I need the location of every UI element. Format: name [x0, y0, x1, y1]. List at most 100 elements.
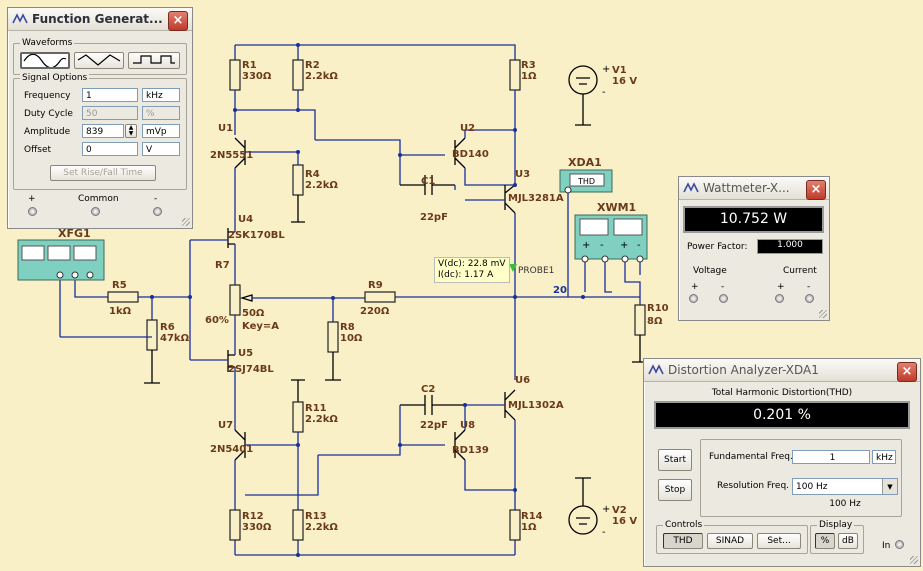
v2-minus: -: [602, 527, 606, 538]
xwm1-i-plus: +: [620, 240, 628, 251]
set-rise-fall-time-button[interactable]: Set Rise/Fall Time: [50, 165, 156, 181]
percent-button[interactable]: %: [815, 533, 835, 549]
close-icon[interactable]: ×: [168, 11, 188, 31]
offset-input[interactable]: 0: [82, 142, 138, 156]
amplitude-spinner[interactable]: ▲▼: [125, 124, 137, 138]
start-button[interactable]: Start: [658, 449, 692, 471]
distortion-analyzer-title: Distortion Analyzer-XDA1: [668, 363, 819, 377]
waveforms-label: Waveforms: [20, 38, 75, 48]
frequency-input[interactable]: 1: [82, 88, 138, 102]
r3-label: R3: [521, 60, 536, 71]
r12-value: 330Ω: [242, 522, 272, 533]
resize-grip-icon[interactable]: [910, 556, 918, 564]
u2-label: U2: [460, 123, 475, 134]
minus-terminal[interactable]: [153, 207, 162, 216]
fundamental-freq-label: Fundamental Freq.: [709, 452, 793, 462]
close-icon[interactable]: ×: [897, 362, 917, 382]
u8-part: BD139: [452, 445, 489, 456]
voltage-plus-terminal[interactable]: [689, 294, 698, 303]
amplitude-input[interactable]: 839: [82, 124, 124, 138]
sinad-button[interactable]: SINAD: [707, 533, 753, 549]
function-generator-titlebar[interactable]: Function Generat...: [8, 8, 192, 31]
r8-label: R8: [340, 322, 355, 333]
fundamental-freq-input[interactable]: 1: [792, 450, 870, 464]
resolution-freq-readout: 100 Hz: [829, 499, 861, 509]
xwm1-i-minus: -: [637, 240, 641, 251]
fundamental-freq-unit[interactable]: kHz: [872, 450, 896, 464]
u1-part: 2N5551: [210, 150, 253, 161]
wattmeter-window: Wattmeter-X... × 10.752 W Power Factor: …: [678, 176, 830, 321]
voltage-label: Voltage: [693, 266, 727, 276]
xda1-label: XDA1: [568, 156, 602, 169]
u1-label: U1: [218, 123, 233, 134]
frequency-label: Frequency: [24, 91, 71, 101]
resize-grip-icon[interactable]: [819, 310, 827, 318]
resolution-freq-select[interactable]: 100 Hz ▼: [792, 478, 898, 495]
u7-label: U7: [218, 420, 233, 431]
u2-part: BD140: [452, 149, 489, 160]
u4-label: U4: [238, 214, 253, 225]
v2-plus: +: [602, 504, 610, 515]
chevron-down-icon[interactable]: ▼: [882, 479, 897, 494]
distortion-analyzer-titlebar[interactable]: Distortion Analyzer-XDA1: [644, 359, 920, 382]
r11-label: R11: [305, 403, 327, 414]
v1-plus: +: [602, 64, 610, 75]
r1-value: 330Ω: [242, 71, 272, 82]
plus-terminal-label: +: [28, 194, 36, 204]
xwm1-v-plus: +: [582, 240, 590, 251]
current-plus-label: +: [777, 282, 785, 292]
wattmeter-titlebar[interactable]: Wattmeter-X...: [679, 177, 829, 200]
u3-part: MJL3281A: [508, 193, 564, 204]
waveforms-group: Waveforms: [13, 38, 187, 75]
signal-options-label: Signal Options: [20, 73, 90, 83]
offset-unit-field[interactable]: V: [142, 142, 180, 156]
u6-label: U6: [515, 375, 530, 386]
u4-part: 2SK170BL: [228, 230, 285, 241]
square-wave-button[interactable]: [128, 52, 180, 69]
plus-terminal[interactable]: [28, 207, 37, 216]
frequency-settings-group: Fundamental Freq. 1 kHz Resolution Freq.…: [700, 439, 902, 517]
r7-percent: 60%: [205, 315, 229, 326]
r8-value: 10Ω: [340, 333, 363, 344]
v2-label: V2: [612, 505, 627, 516]
input-terminal[interactable]: [895, 540, 904, 549]
spin-down-icon[interactable]: ▼: [128, 130, 134, 137]
settings-button[interactable]: Set...: [757, 533, 801, 549]
function-generator-window: Function Generat... × Waveforms Signal O…: [7, 7, 193, 229]
spin-up-icon[interactable]: ▲: [128, 124, 134, 131]
r9-label: R9: [368, 280, 383, 291]
r10-label: R10: [647, 303, 669, 314]
r11-value: 2.2kΩ: [305, 414, 338, 425]
u5-part: 2SJ74BL: [228, 364, 274, 375]
triangle-wave-icon: [77, 54, 121, 66]
power-factor-label: Power Factor:: [687, 242, 748, 252]
signal-options-group: Signal Options Frequency 1 kHz Duty Cycl…: [13, 73, 187, 190]
stop-button[interactable]: Stop: [658, 479, 692, 501]
probe-current: I(dc): 1.17 A: [438, 270, 494, 280]
amplitude-unit-field[interactable]: mVp: [142, 124, 180, 138]
c1-value: 22pF: [420, 212, 448, 223]
wattmeter-title: Wattmeter-X...: [703, 181, 790, 195]
common-terminal[interactable]: [91, 207, 100, 216]
voltage-minus-terminal[interactable]: [719, 294, 728, 303]
current-minus-terminal[interactable]: [805, 294, 814, 303]
sine-wave-button[interactable]: [20, 52, 70, 69]
triangle-wave-button[interactable]: [74, 52, 124, 69]
current-plus-terminal[interactable]: [775, 294, 784, 303]
thd-button[interactable]: THD: [663, 533, 703, 549]
v1-minus: -: [602, 87, 606, 98]
r1-label: R1: [242, 60, 257, 71]
db-button[interactable]: dB: [838, 533, 858, 549]
duty-cycle-label: Duty Cycle: [24, 109, 73, 119]
close-icon[interactable]: ×: [806, 180, 826, 200]
offset-label: Offset: [24, 145, 52, 155]
voltage-plus-label: +: [691, 282, 699, 292]
u8-label: U8: [460, 420, 475, 431]
resize-grip-icon[interactable]: [182, 218, 190, 226]
r9-value: 220Ω: [360, 306, 390, 317]
multisim-logo-icon: [683, 182, 699, 193]
frequency-unit-field[interactable]: kHz: [142, 88, 180, 102]
v1-value: 16 V: [612, 76, 637, 87]
display-label: Display: [817, 520, 855, 530]
function-generator-title: Function Generat...: [32, 12, 163, 26]
